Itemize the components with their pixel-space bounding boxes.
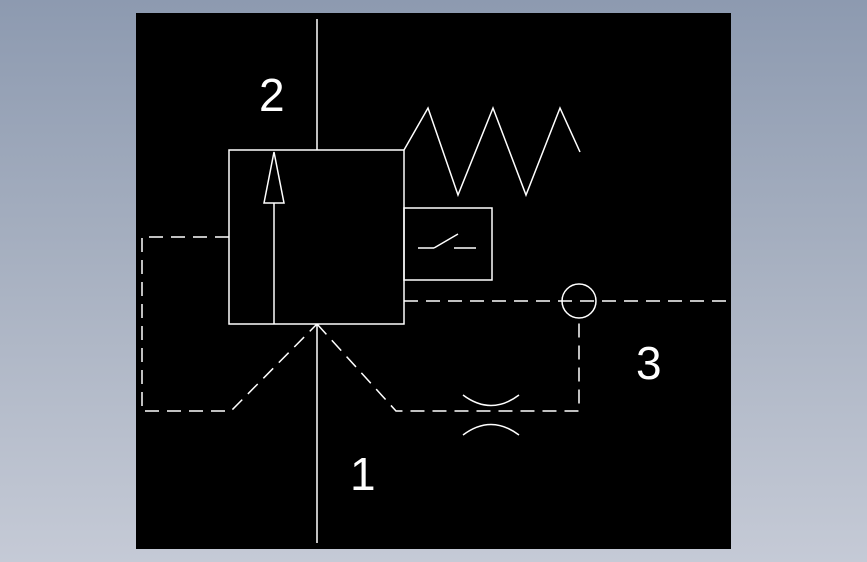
switch-box bbox=[403, 207, 493, 281]
throttle-arc-bottom bbox=[462, 423, 520, 436]
valve-symbol: 2 1 3 bbox=[141, 19, 728, 543]
switch-contact bbox=[433, 233, 459, 249]
valve-body bbox=[228, 149, 405, 325]
pilot-line-left bbox=[141, 236, 318, 412]
junction-circle bbox=[561, 283, 597, 319]
drawing-canvas: 2 1 3 bbox=[136, 13, 731, 549]
spring-symbol bbox=[403, 105, 581, 198]
pilot-line-right bbox=[316, 316, 580, 412]
flow-arrow-head bbox=[263, 151, 285, 204]
throttle-arc-top bbox=[462, 394, 520, 407]
port-label-2: 2 bbox=[259, 69, 285, 121]
port-label-3: 3 bbox=[636, 337, 662, 389]
port-label-1: 1 bbox=[350, 448, 376, 500]
